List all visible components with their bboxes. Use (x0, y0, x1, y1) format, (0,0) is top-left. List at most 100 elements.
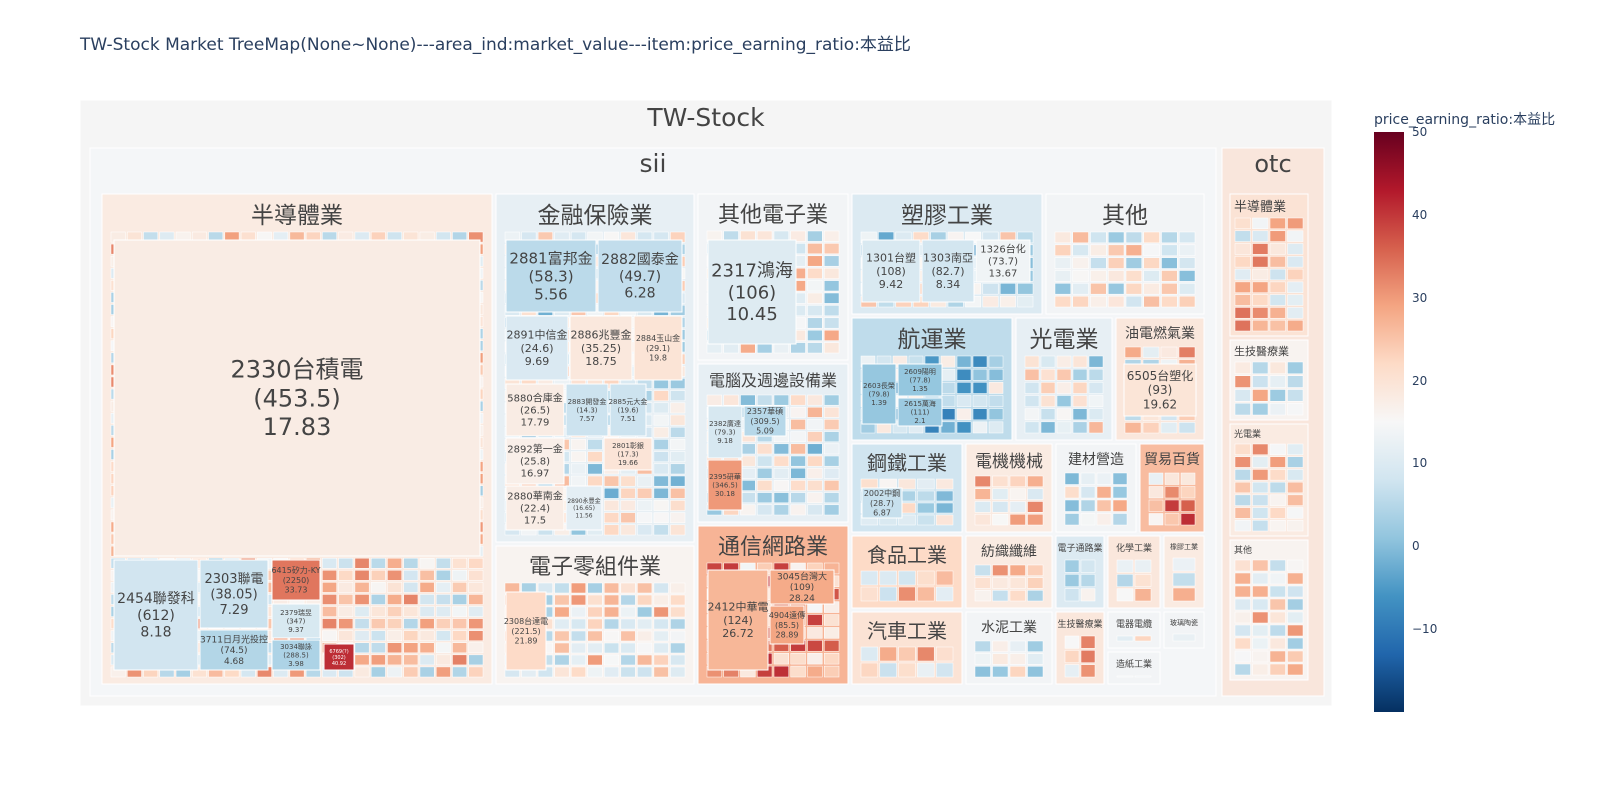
small-tile[interactable] (879, 570, 897, 586)
small-tile[interactable] (1234, 243, 1251, 255)
small-tile[interactable] (1287, 598, 1304, 611)
stock-tile[interactable] (505, 315, 569, 381)
small-tile[interactable] (1252, 319, 1269, 332)
small-tile[interactable] (1269, 624, 1286, 637)
small-tile[interactable] (670, 475, 686, 487)
small-tile[interactable] (1142, 346, 1160, 358)
small-tile[interactable] (620, 666, 636, 678)
small-tile[interactable] (653, 426, 669, 438)
small-tile[interactable] (972, 408, 988, 421)
small-tile[interactable] (370, 582, 386, 593)
small-tile[interactable] (807, 492, 823, 504)
small-tile[interactable] (1161, 283, 1178, 295)
small-tile[interactable] (1252, 507, 1269, 519)
small-tile[interactable] (452, 557, 467, 569)
small-tile[interactable] (1287, 403, 1304, 416)
small-tile[interactable] (570, 475, 586, 487)
small-tile[interactable] (860, 586, 879, 602)
small-tile[interactable] (1234, 663, 1251, 676)
small-tile[interactable] (1027, 488, 1044, 500)
small-tile[interactable] (1234, 585, 1251, 598)
small-tile[interactable] (1072, 244, 1089, 256)
small-tile[interactable] (972, 368, 988, 381)
stock-tile[interactable] (505, 591, 547, 671)
small-tile[interactable] (1072, 283, 1089, 295)
small-tile[interactable] (974, 501, 991, 513)
small-tile[interactable] (790, 394, 806, 406)
small-tile[interactable] (1108, 283, 1125, 295)
small-tile[interactable] (468, 606, 484, 617)
industry-生技醫療業[interactable] (1055, 611, 1105, 685)
small-tile[interactable] (1179, 283, 1196, 295)
small-tile[interactable] (1161, 244, 1178, 256)
small-tile[interactable] (1287, 319, 1304, 332)
small-tile[interactable] (338, 606, 354, 617)
small-tile[interactable] (824, 406, 840, 418)
small-tile[interactable] (1269, 481, 1286, 494)
small-tile[interactable] (387, 606, 402, 617)
small-tile[interactable] (773, 652, 789, 665)
small-tile[interactable] (1160, 422, 1178, 434)
small-tile[interactable] (773, 394, 789, 406)
stock-tile[interactable] (897, 363, 943, 397)
small-tile[interactable] (370, 594, 386, 605)
small-tile[interactable] (999, 295, 1016, 308)
small-tile[interactable] (554, 594, 570, 606)
small-tile[interactable] (1024, 395, 1040, 407)
small-tile[interactable] (637, 642, 653, 654)
small-tile[interactable] (435, 666, 451, 678)
small-tile[interactable] (740, 455, 756, 467)
small-tile[interactable] (807, 614, 823, 626)
small-tile[interactable] (468, 618, 484, 629)
small-tile[interactable] (1172, 633, 1196, 642)
small-tile[interactable] (468, 630, 484, 642)
small-tile[interactable] (620, 487, 636, 499)
small-tile[interactable] (403, 557, 419, 569)
small-tile[interactable] (1287, 663, 1304, 676)
small-tile[interactable] (860, 662, 879, 678)
small-tile[interactable] (972, 395, 988, 407)
small-tile[interactable] (1234, 637, 1251, 650)
small-tile[interactable] (452, 570, 467, 581)
small-tile[interactable] (1009, 514, 1026, 526)
small-tile[interactable] (1134, 574, 1152, 587)
small-tile[interactable] (917, 662, 935, 678)
small-tile[interactable] (757, 467, 773, 479)
small-tile[interactable] (1056, 421, 1072, 434)
small-tile[interactable] (620, 500, 636, 511)
small-tile[interactable] (653, 414, 669, 426)
small-tile[interactable] (1027, 514, 1044, 526)
small-tile[interactable] (912, 231, 929, 244)
small-tile[interactable] (982, 295, 999, 308)
small-tile[interactable] (757, 480, 773, 491)
small-tile[interactable] (587, 654, 603, 666)
small-tile[interactable] (974, 577, 991, 589)
small-tile[interactable] (653, 500, 669, 511)
small-tile[interactable] (1287, 268, 1304, 281)
small-tile[interactable] (1179, 231, 1196, 244)
small-tile[interactable] (387, 618, 402, 629)
small-tile[interactable] (1252, 585, 1269, 598)
small-tile[interactable] (898, 570, 916, 586)
small-tile[interactable] (1252, 481, 1269, 494)
small-tile[interactable] (1287, 559, 1304, 572)
small-tile[interactable] (670, 426, 686, 438)
small-tile[interactable] (419, 618, 435, 629)
small-tile[interactable] (992, 514, 1009, 526)
small-tile[interactable] (940, 368, 956, 381)
small-tile[interactable] (1064, 635, 1080, 649)
small-tile[interactable] (824, 640, 840, 652)
small-tile[interactable] (620, 654, 636, 666)
small-tile[interactable] (956, 421, 972, 434)
small-tile[interactable] (1148, 499, 1164, 512)
small-tile[interactable] (1269, 307, 1286, 319)
small-tile[interactable] (670, 606, 686, 618)
small-tile[interactable] (452, 654, 467, 666)
small-tile[interactable] (1252, 403, 1269, 416)
small-tile[interactable] (1252, 230, 1269, 242)
small-tile[interactable] (1027, 475, 1044, 487)
small-tile[interactable] (992, 640, 1009, 652)
small-tile[interactable] (773, 443, 789, 455)
small-tile[interactable] (670, 500, 686, 511)
stock-tile[interactable] (861, 487, 903, 519)
